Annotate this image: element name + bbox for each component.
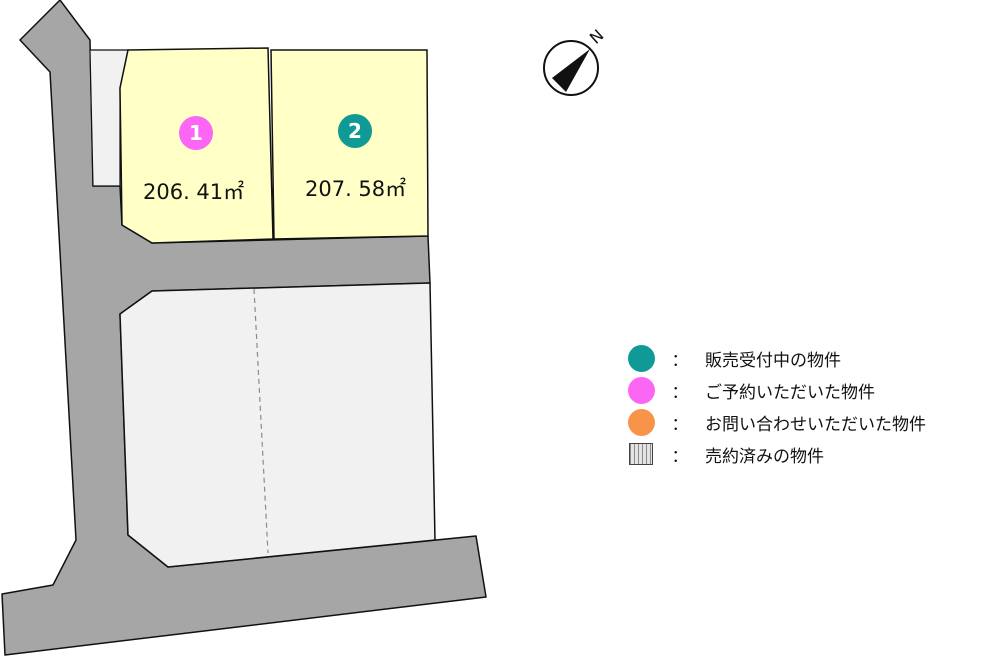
orange-dot-icon bbox=[628, 408, 655, 436]
other-land-area bbox=[119, 282, 436, 568]
lot-2-area: 207. 58㎡ bbox=[305, 177, 406, 201]
teal-dot-icon bbox=[628, 344, 655, 372]
legend-item-for-sale: ： 販売受付中の物件 bbox=[628, 342, 926, 374]
legend-label-reserved: ご予約いただいた物件 bbox=[705, 382, 875, 403]
lot-1-number: 1 bbox=[189, 121, 203, 145]
lot-2[interactable]: 2 207. 58㎡ bbox=[270, 49, 429, 240]
lot-1-status-badge bbox=[179, 116, 213, 150]
lot-1-area: 206. 41㎡ bbox=[143, 180, 244, 204]
lot-2-number: 2 bbox=[348, 119, 362, 143]
legend-colon: ： bbox=[671, 414, 689, 435]
legend-colon: ： bbox=[671, 350, 689, 371]
legend-item-inquiry: ： お問い合わせいただいた物件 bbox=[628, 406, 926, 438]
lot-division-line bbox=[253, 288, 269, 554]
compass: N bbox=[543, 26, 608, 96]
pink-dot-icon bbox=[628, 376, 655, 404]
legend-colon: ： bbox=[671, 446, 689, 467]
lot-2-status-badge bbox=[338, 114, 372, 148]
north-arrow-icon bbox=[552, 49, 590, 92]
legend-colon: ： bbox=[671, 382, 689, 403]
legend-label-for-sale: 販売受付中の物件 bbox=[705, 350, 841, 371]
hatched-swatch-icon bbox=[629, 443, 653, 465]
legend-item-sold: ： 売約済みの物件 bbox=[628, 438, 926, 470]
legend-item-reserved: ： ご予約いただいた物件 bbox=[628, 374, 926, 406]
legend-label-sold: 売約済みの物件 bbox=[705, 446, 824, 467]
legend: ： 販売受付中の物件 ： ご予約いただいた物件 ： お問い合わせいただいた物件 … bbox=[628, 342, 926, 470]
legend-label-inquiry: お問い合わせいただいた物件 bbox=[705, 414, 926, 435]
lot-1[interactable]: 1 206. 41㎡ bbox=[119, 47, 274, 244]
compass-north-label: N bbox=[586, 26, 608, 48]
